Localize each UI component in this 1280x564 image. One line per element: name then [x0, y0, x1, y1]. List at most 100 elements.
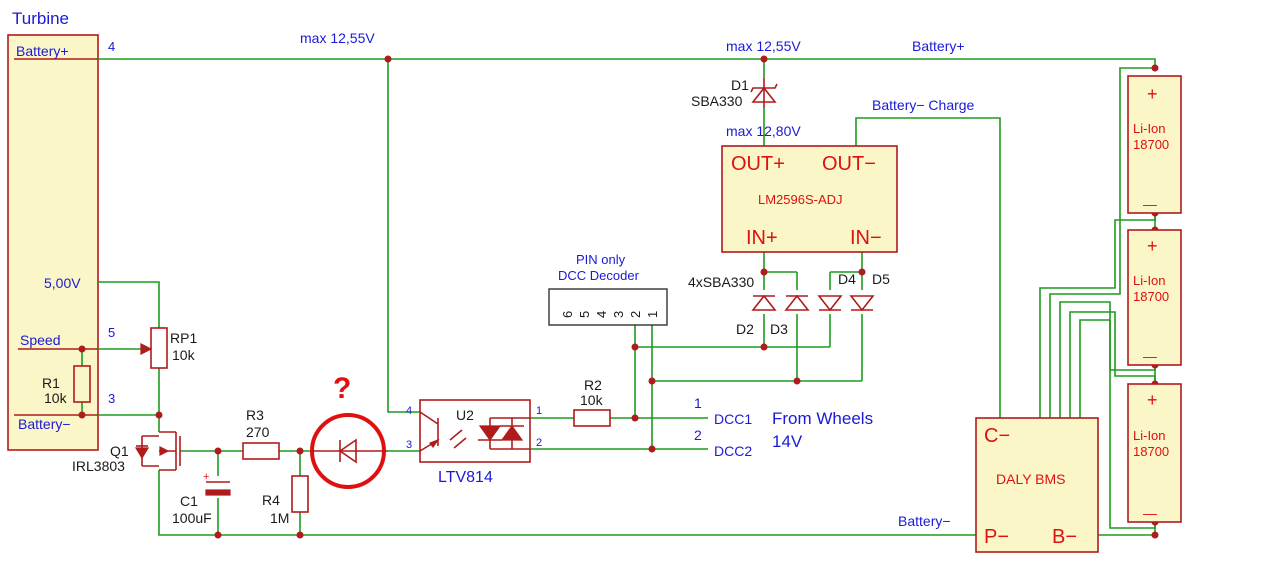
- rp1-ref: RP1: [170, 330, 197, 346]
- label-max-1255-left: max 12,55V: [300, 30, 375, 46]
- bridge-d2-ref: D2: [736, 321, 754, 337]
- u2-pin1: 1: [536, 405, 542, 417]
- d1-diode: [750, 78, 778, 108]
- u2-ref: U2: [456, 407, 474, 423]
- turbine-battery-plus-label: Battery+: [16, 43, 69, 59]
- r4-value: 1M: [270, 510, 289, 526]
- svg-text:18700: 18700: [1133, 137, 1169, 152]
- r2-resistor: [573, 409, 611, 427]
- bridge-d3-ref: D3: [770, 321, 788, 337]
- regulator-in-plus: IN+: [746, 227, 778, 249]
- svg-text:+: +: [1147, 84, 1158, 104]
- u2-value: LTV814: [438, 469, 493, 486]
- bridge-d5: [849, 295, 875, 312]
- cell-2: + Li-Ion 18700 —: [1127, 229, 1182, 366]
- bridge-d2: [751, 294, 777, 311]
- svg-text:1: 1: [645, 311, 660, 318]
- r3-ref: R3: [246, 407, 264, 423]
- bms-p-minus: P−: [984, 526, 1009, 548]
- r4-resistor: [291, 475, 309, 513]
- d1-ref: D1: [731, 77, 749, 93]
- r2-value: 10k: [580, 392, 604, 408]
- rp1-potentiometer: [150, 327, 168, 369]
- from-wheels-label: From Wheels: [772, 409, 873, 428]
- cell-1: + Li-Ion 18700 —: [1127, 75, 1182, 214]
- bridge-value: 4xSBA330: [688, 274, 754, 290]
- decoder-label-2: DCC Decoder: [558, 268, 640, 283]
- c1-ref: C1: [180, 493, 198, 509]
- label-max-1280: max 12,80V: [726, 123, 801, 139]
- turbine-5v-label: 5,00V: [44, 275, 81, 291]
- svg-text:3: 3: [611, 311, 626, 318]
- svg-text:5: 5: [577, 311, 592, 318]
- regulator-block: [721, 145, 898, 253]
- bms-c-minus: C−: [984, 425, 1010, 447]
- svg-text:+: +: [203, 471, 209, 483]
- regulator-name: LM2596S-ADJ: [758, 192, 843, 207]
- turbine-battery-minus-label: Battery−: [18, 416, 71, 432]
- r3-value: 270: [246, 424, 270, 440]
- decoder-label-1: PIN only: [576, 252, 626, 267]
- svg-text:4: 4: [594, 311, 609, 318]
- turbine-speed-pin: 5: [108, 325, 115, 340]
- dcc2-pin: 2: [694, 427, 702, 443]
- svg-text:—: —: [1143, 196, 1157, 212]
- r2-ref: R2: [584, 377, 602, 393]
- bms-block: [975, 417, 1099, 553]
- decoder-pin-labels: 6 5 4 3 2 1: [560, 311, 660, 318]
- regulator-out-minus: OUT−: [822, 153, 876, 175]
- decoder-pin-header: [548, 288, 668, 326]
- svg-text:+: +: [1147, 390, 1158, 410]
- svg-text:—: —: [1143, 348, 1157, 364]
- turbine-block: [7, 34, 99, 451]
- svg-text:Li-Ion: Li-Ion: [1133, 428, 1166, 443]
- dcc2-label: DCC2: [714, 443, 752, 459]
- u2-optocoupler: [419, 399, 531, 463]
- cell-3: + Li-Ion 18700 —: [1127, 383, 1182, 523]
- q1-ref: Q1: [110, 443, 129, 459]
- bms-b-minus: B−: [1052, 526, 1077, 548]
- rp1-value: 10k: [172, 347, 196, 363]
- svg-text:6: 6: [560, 311, 575, 318]
- d1-value: SBA330: [691, 93, 743, 109]
- from-wheels-voltage: 14V: [772, 432, 803, 451]
- bms-name: DALY BMS: [996, 471, 1066, 487]
- r1-ref: R1: [42, 375, 60, 391]
- u2-pin2: 2: [536, 437, 542, 449]
- bridge-d4: [817, 295, 843, 312]
- regulator-out-plus: OUT+: [731, 153, 785, 175]
- c1-value: 100uF: [172, 510, 212, 526]
- turbine-battery-minus-pin: 3: [108, 391, 115, 406]
- question-diode: [310, 413, 388, 489]
- u2-pin3: 3: [406, 439, 412, 451]
- r1-resistor: [73, 365, 91, 403]
- bridge-d4-ref: D4: [838, 271, 856, 287]
- turbine-speed-label: Speed: [20, 332, 60, 348]
- label-battery-minus-charge: Battery− Charge: [872, 97, 975, 113]
- svg-text:Li-Ion: Li-Ion: [1133, 273, 1166, 288]
- svg-text:18700: 18700: [1133, 444, 1169, 459]
- dcc1-pin: 1: [694, 395, 702, 411]
- r4-ref: R4: [262, 492, 280, 508]
- r3-resistor: [242, 442, 280, 460]
- u2-pin4: 4: [406, 405, 412, 417]
- regulator-in-minus: IN−: [850, 227, 882, 249]
- bridge-d3: [784, 294, 810, 311]
- turbine-battery-plus-pin: 4: [108, 39, 115, 54]
- dcc1-label: DCC1: [714, 411, 752, 427]
- q1-mosfet: [134, 431, 181, 471]
- c1-capacitor: +: [203, 471, 231, 496]
- label-max-1255-d1: max 12,55V: [726, 38, 801, 54]
- svg-text:—: —: [1143, 505, 1157, 521]
- r1-value: 10k: [44, 390, 68, 406]
- svg-text:18700: 18700: [1133, 289, 1169, 304]
- bridge-d5-ref: D5: [872, 271, 890, 287]
- svg-text:+: +: [1147, 236, 1158, 256]
- turbine-title: Turbine: [12, 9, 69, 28]
- q1-value: IRL3803: [72, 458, 125, 474]
- svg-text:Li-Ion: Li-Ion: [1133, 121, 1166, 136]
- label-battery-plus-right: Battery+: [912, 38, 965, 54]
- label-battery-minus-bottom: Battery−: [898, 513, 951, 529]
- svg-text:2: 2: [628, 311, 643, 318]
